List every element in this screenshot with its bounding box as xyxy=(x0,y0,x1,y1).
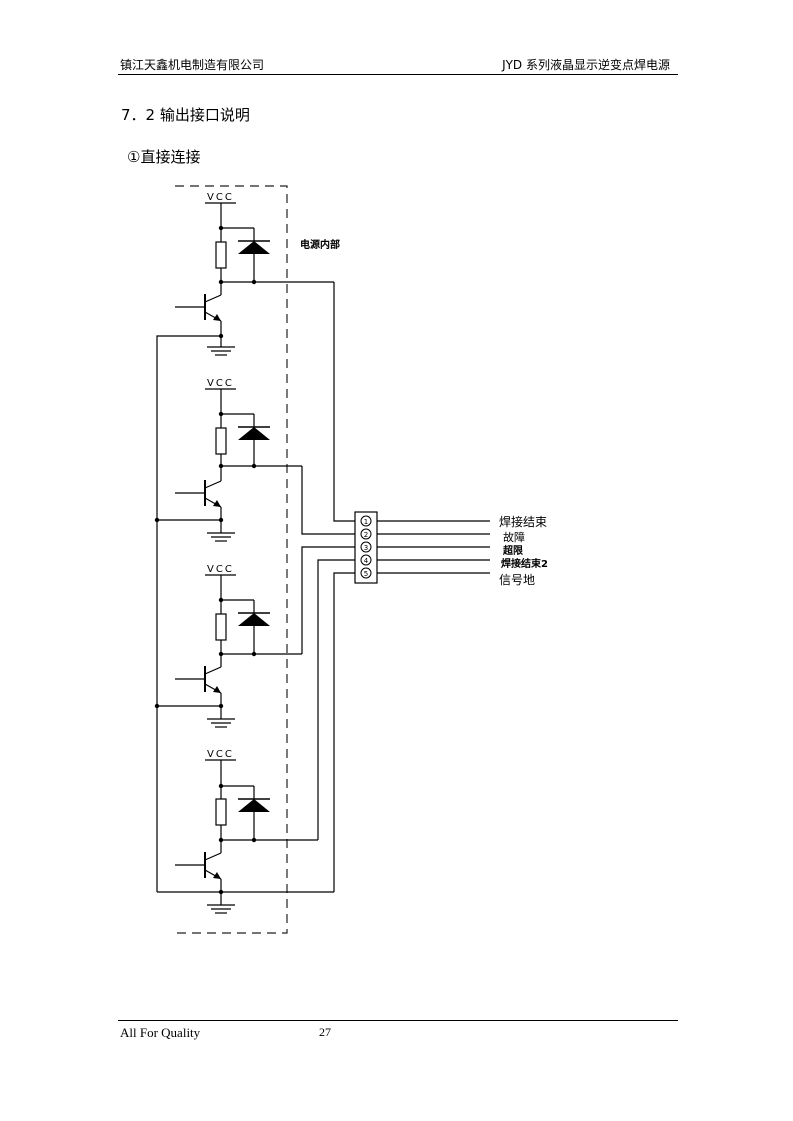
footer-rule xyxy=(118,1020,678,1021)
page-number: 27 xyxy=(319,1025,331,1039)
signal-label-signal-ground: 信号地 xyxy=(499,573,535,587)
emitter-bus xyxy=(156,335,221,892)
header-company: 镇江天鑫机电制造有限公司 xyxy=(120,58,265,72)
vcc-label: VCC xyxy=(207,378,234,389)
transistor xyxy=(213,314,221,321)
transistor xyxy=(213,500,221,507)
resistor xyxy=(215,798,227,826)
resistor xyxy=(215,241,227,269)
pin-number: 3 xyxy=(364,544,368,552)
diode xyxy=(238,427,270,440)
connector-pin xyxy=(360,528,372,540)
signal-label-weld-end: 焊接结束 xyxy=(499,514,547,529)
external-signal-lines xyxy=(377,520,490,574)
header-product: JYD 系列液晶显示逆变点焊电源 xyxy=(502,58,670,72)
pin-number: 2 xyxy=(364,531,368,539)
transistor xyxy=(213,872,221,879)
internal-label: 电源内部 xyxy=(300,238,340,251)
section-title: 7．2 输出接口说明 xyxy=(121,106,250,124)
internal-boundary-dashed xyxy=(175,185,288,934)
resistor xyxy=(215,613,227,641)
transistor xyxy=(213,686,221,693)
output-stage-4: VCC xyxy=(157,749,334,914)
signal-label-fault: 故障 xyxy=(503,530,525,544)
resistor xyxy=(215,427,227,455)
output-stage-2: VCC xyxy=(154,378,302,542)
connector-pin xyxy=(360,541,372,553)
pin-number: 5 xyxy=(364,570,368,578)
vcc-label: VCC xyxy=(207,564,234,575)
connector-pin xyxy=(360,554,372,566)
pin-number: 1 xyxy=(364,518,368,526)
vcc-label: VCC xyxy=(207,192,234,203)
diode xyxy=(238,799,270,812)
footer-motto: All For Quality xyxy=(120,1025,201,1040)
connector-pin xyxy=(360,515,372,527)
section-subtitle: ①直接连接 xyxy=(127,148,201,166)
signal-label-weld-end-2: 焊接结束2 xyxy=(501,557,548,570)
signal-wiring xyxy=(301,282,355,892)
diode xyxy=(238,241,270,254)
diode xyxy=(238,613,270,626)
output-connector: 1 2 3 4 5 xyxy=(354,511,378,584)
vcc-label: VCC xyxy=(207,749,234,760)
output-stage-1: VCC xyxy=(175,192,334,356)
header-rule xyxy=(118,74,678,75)
connector-pin xyxy=(360,567,372,579)
pin-number: 4 xyxy=(364,557,369,565)
signal-label-overlimit: 超限 xyxy=(502,544,524,557)
output-stage-3: VCC xyxy=(154,564,302,728)
